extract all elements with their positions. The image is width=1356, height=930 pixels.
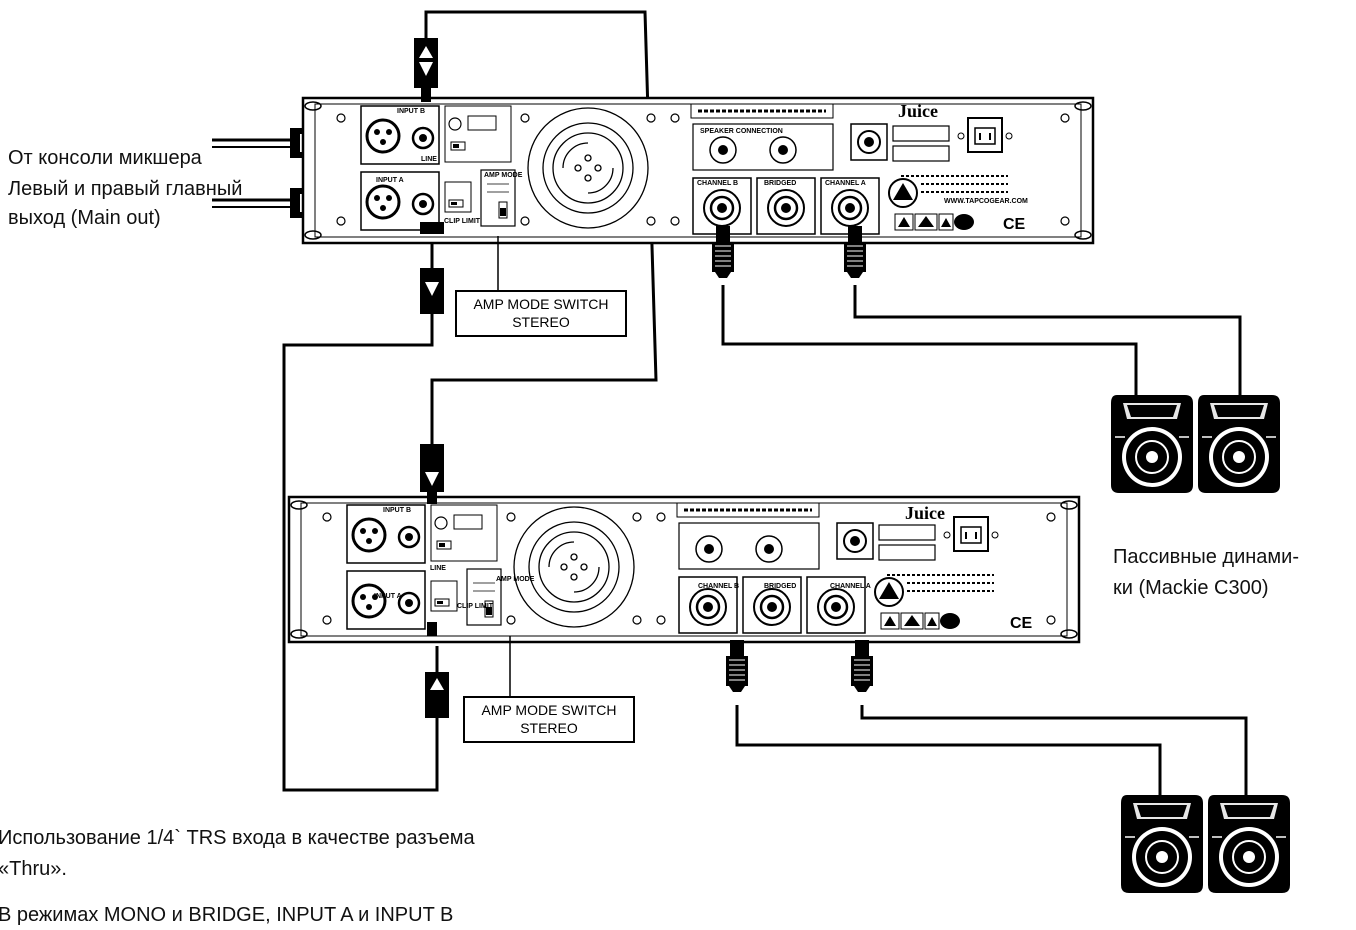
ce-mark-top: CE <box>1003 216 1026 233</box>
speakon-plug-amp2-chb <box>725 639 749 693</box>
trs-plug-top-lower <box>420 222 444 314</box>
panel-bridged-label: BRIDGED <box>764 180 796 187</box>
passive-speaker-label-line1: Пассивные динами- <box>1113 546 1299 568</box>
source-label-line2: Левый и правый главный <box>8 178 243 200</box>
source-label-line1: От консоли микшера <box>8 147 202 169</box>
passive-speaker-1 <box>1110 394 1194 494</box>
panel2-input-a-label: INPUT A <box>374 593 402 600</box>
trs-plug-bottom-lower <box>425 622 449 718</box>
speakon-plug-amp2-cha <box>850 639 874 693</box>
amp-mode-callout-top-line2: STEREO <box>512 314 570 330</box>
panel-channel-b-label: CHANNEL B <box>697 180 738 187</box>
panel-input-a-label: INPUT A <box>376 177 404 184</box>
panel2-channel-a-label: CHANNEL A <box>830 583 871 590</box>
trs-plug-top-upper <box>414 38 438 102</box>
cable-amp2-cha <box>860 705 1248 800</box>
trs-plug-bottom-upper <box>420 444 444 504</box>
amplifier-top-rear-panel <box>301 96 1095 245</box>
source-label-line3: выход (Main out) <box>8 207 161 229</box>
passive-speaker-3 <box>1120 794 1204 894</box>
amp-mode-callout-bottom: AMP MODE SWITCH STEREO <box>463 696 635 743</box>
brand-logo-bottom: Juice <box>905 503 945 523</box>
ce-mark-bottom: CE <box>1010 615 1033 632</box>
panel-website-label: WWW.TAPCOGEAR.COM <box>944 198 1028 205</box>
note-line2: «Thru». <box>0 858 67 880</box>
panel2-bridged-label: BRIDGED <box>764 583 796 590</box>
panel-channel-a-label: CHANNEL A <box>825 180 866 187</box>
panel-input-b-label: INPUT B <box>397 108 425 115</box>
note-line3: В режимах MONO и BRIDGE, INPUT A и INPUT… <box>0 904 454 926</box>
amp-mode-callout-top: AMP MODE SWITCH STEREO <box>455 290 627 337</box>
panel-amp-mode-label: AMP MODE <box>484 172 523 179</box>
cable-thru-a <box>282 225 439 792</box>
panel2-amp-mode-label: AMP MODE <box>496 576 535 583</box>
cable-amp1-cha <box>853 285 1242 400</box>
cable-amp1-chb <box>721 285 1138 400</box>
amp-mode-callout-bottom-line1: AMP MODE SWITCH <box>481 702 617 718</box>
panel-line-label: LINE <box>421 156 437 163</box>
panel-speaker-connection-label: SPEAKER CONNECTION <box>700 128 783 135</box>
amp-mode-callout-bottom-line2: STEREO <box>520 720 578 736</box>
panel-clip-limit-label: CLIP LIMIT <box>444 218 481 225</box>
amplifier-bottom-rear-panel <box>287 495 1081 644</box>
cable-amp2-chb <box>735 705 1162 800</box>
passive-speaker-label-line2: ки (Mackie C300) <box>1113 577 1269 599</box>
passive-speaker-4 <box>1207 794 1291 894</box>
passive-speaker-2 <box>1197 394 1281 494</box>
panel2-line-label: LINE <box>430 565 446 572</box>
panel2-clip-limit-label: CLIP LIMIT <box>457 603 494 610</box>
amp-mode-callout-top-line1: AMP MODE SWITCH <box>473 296 609 312</box>
note-line1: Использование 1/4` TRS входа в качестве … <box>0 827 475 849</box>
panel2-input-b-label: INPUT B <box>383 507 411 514</box>
cable-thru-b <box>424 10 658 530</box>
brand-logo-top: Juice <box>898 101 938 121</box>
panel2-channel-b-label: CHANNEL B <box>698 583 739 590</box>
